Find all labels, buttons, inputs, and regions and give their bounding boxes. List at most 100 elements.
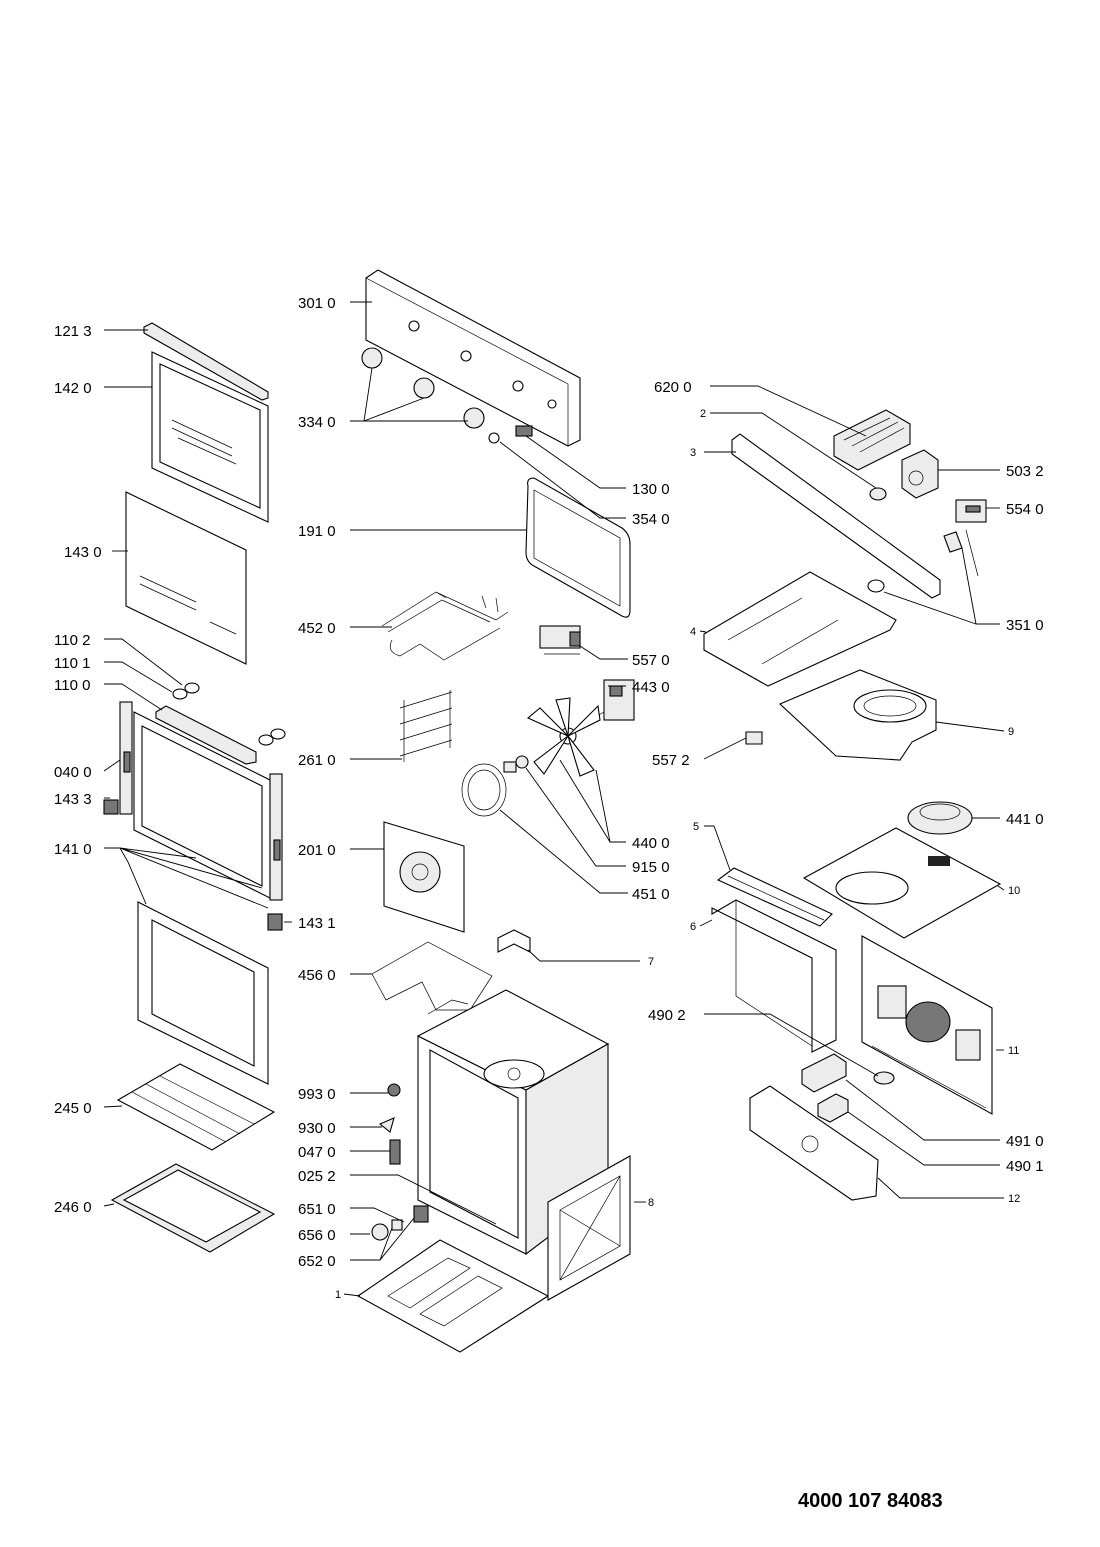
- part-number-label: 490 1: [1006, 1158, 1044, 1175]
- part-number-label: 110 2: [54, 632, 90, 649]
- timer-module-part: [901, 449, 939, 499]
- small-parts-part: [378, 1083, 401, 1165]
- part-number-label: 915 0: [632, 859, 670, 876]
- relay-part: [955, 499, 987, 523]
- fan-motor-part: [589, 679, 635, 721]
- part-number-label: 245 0: [54, 1100, 92, 1117]
- bottom-connector-part: [873, 1071, 895, 1085]
- part-number-label: 620 0: [654, 379, 692, 396]
- top-panel-part: [802, 827, 1002, 939]
- bracket-part: [497, 929, 531, 953]
- door-profile-strip-part: [155, 705, 257, 765]
- part-number-label: 440 0: [632, 835, 670, 852]
- part-number-label: 354 0: [632, 511, 670, 528]
- hinge-washers-part: [172, 682, 286, 746]
- part-number-label: 456 0: [298, 967, 336, 984]
- part-number-label: 130 0: [632, 481, 670, 498]
- part-number-label: 651 0: [298, 1201, 336, 1218]
- rear-panel-part: [861, 935, 993, 1115]
- control-panel-part: [365, 269, 581, 447]
- part-number-label: 441 0: [1006, 811, 1044, 828]
- part-number-label: 652 0: [298, 1253, 336, 1270]
- part-number-label: 110 1: [54, 655, 90, 672]
- part-number-label: 12: [1008, 1193, 1020, 1205]
- part-number-label: 5: [693, 821, 699, 833]
- leader-lines: [103, 301, 1005, 1297]
- indicator-lens-part: [488, 432, 500, 444]
- fan-cover-part: [383, 821, 465, 933]
- side-panel-bracket-part: [711, 899, 837, 1053]
- part-number-label: 8: [648, 1197, 654, 1209]
- part-number-label: 040 0: [54, 764, 92, 781]
- part-number-label: 334 0: [298, 414, 336, 431]
- part-number-label: 261 0: [298, 752, 336, 769]
- door-hinge-left-part: [119, 701, 133, 815]
- knob-assembly-part: [371, 1205, 429, 1241]
- upper-panel-rail-part: [731, 433, 941, 599]
- document-number: 4000 107 84083: [798, 1490, 943, 1512]
- door-seal-gasket-part: [525, 477, 631, 618]
- door-outer-panel-part: [137, 901, 269, 1085]
- part-number-label: 3: [690, 447, 696, 459]
- part-number-label: 930 0: [298, 1120, 336, 1137]
- top-heating-element-part: [381, 591, 509, 661]
- thermostat-part: [539, 625, 581, 655]
- inner-door-glass-part: [125, 491, 247, 665]
- part-number-label: 993 0: [298, 1086, 336, 1103]
- part-number-label: 656 0: [298, 1227, 336, 1244]
- bottom-bracket-part: [749, 1085, 879, 1201]
- part-number-label: 6: [690, 921, 696, 933]
- part-number-label: 557 0: [632, 652, 670, 669]
- top-cover-part: [703, 571, 897, 687]
- part-number-label: 1: [335, 1289, 341, 1301]
- part-number-label: 452 0: [298, 620, 336, 637]
- outer-door-glass-part: [151, 351, 269, 523]
- part-number-label: 121 3: [54, 323, 92, 340]
- part-number-label: 554 0: [1006, 501, 1044, 518]
- part-number-label: 2: [700, 408, 706, 420]
- part-number-label: 025 2: [298, 1168, 336, 1185]
- part-labels: 121 3 142 0 143 0 110 2 110 1 110 0 040 …: [54, 295, 1044, 1301]
- air-duct-part: [716, 867, 833, 927]
- part-number-label: 246 0: [54, 1199, 92, 1216]
- circular-element-part: [461, 761, 517, 817]
- oven-cavity-part: [416, 989, 610, 1256]
- hinge-block-part: [103, 799, 283, 931]
- part-number-label: 7: [648, 956, 654, 968]
- grill-element-part: [371, 941, 493, 1015]
- part-number-label: 4: [690, 626, 696, 638]
- fuse-part: [869, 487, 887, 501]
- part-number-label: 351 0: [1006, 617, 1044, 634]
- part-number-label: 142 0: [54, 380, 92, 397]
- sensor-probe-part: [867, 529, 979, 593]
- part-number-label: 503 2: [1006, 463, 1044, 480]
- part-number-label: 191 0: [298, 523, 336, 540]
- part-number-label: 9: [1008, 726, 1014, 738]
- fan-blade-part: [515, 697, 601, 777]
- part-number-label: 143 3: [54, 791, 92, 808]
- part-number-label: 557 2: [652, 752, 690, 769]
- part-number-label: 047 0: [298, 1144, 336, 1161]
- tangential-fan-part: [907, 801, 973, 835]
- door-top-trim-part: [143, 322, 269, 401]
- part-number-label: 490 2: [648, 1007, 686, 1024]
- fan-housing-part: [779, 669, 937, 761]
- baking-tray-part: [110, 1163, 276, 1253]
- part-number-label: 201 0: [298, 842, 336, 859]
- terminal-cover-part: [817, 1093, 849, 1123]
- part-number-label: 10: [1008, 885, 1020, 897]
- terminal-block-part: [801, 1053, 847, 1093]
- back-frame-part: [547, 1155, 631, 1301]
- control-knobs-part: [361, 347, 485, 429]
- part-number-label: 143 0: [64, 544, 102, 561]
- part-number-label: 491 0: [1006, 1133, 1044, 1150]
- part-number-label: 443 0: [632, 679, 670, 696]
- part-number-label: 11: [1008, 1045, 1019, 1057]
- part-number-label: 110 0: [54, 677, 90, 694]
- lamp-holder-part: [745, 731, 763, 745]
- switch-block-part: [833, 409, 911, 471]
- door-hinge-right-part: [269, 773, 283, 901]
- cavity-bottom-plate-part: [356, 1239, 550, 1353]
- switch-clip-part: [515, 425, 533, 437]
